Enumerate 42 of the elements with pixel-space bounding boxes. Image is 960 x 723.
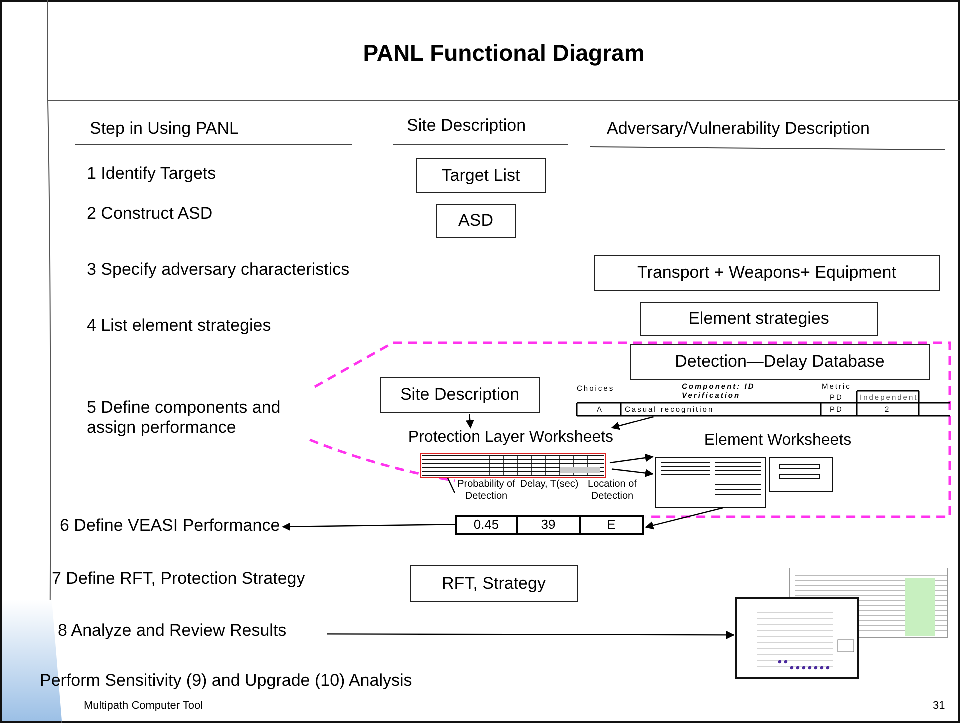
slide-title: PANL Functional Diagram xyxy=(362,40,646,68)
target-box: Transport + Weapons+ Equipment xyxy=(594,255,940,291)
target-box: Site Description xyxy=(380,377,540,413)
column-heading: Location of Detection xyxy=(587,479,638,504)
arrow xyxy=(610,454,654,464)
column-heading: Site Description xyxy=(407,116,526,136)
step-label: 8 Analyze and Review Results xyxy=(58,621,287,643)
step-label: Perform Sensitivity (9) and Upgrade (10) Analysis xyxy=(40,671,412,691)
step-label: 5 Define components and assign performance xyxy=(87,398,282,438)
arrow xyxy=(466,414,474,429)
step-label: 6 Define VEASI Performance xyxy=(60,516,280,538)
column-heading: Delay, T(sec) xyxy=(519,479,580,492)
column-heading: Step in Using PANL xyxy=(90,119,239,139)
step-label: 2 Construct ASD xyxy=(87,204,213,224)
table-cell: 0.45 xyxy=(455,515,518,535)
arrow xyxy=(645,507,724,530)
arrow xyxy=(611,416,654,430)
step-label: 3 Specify adversary characteristics xyxy=(87,260,350,280)
arrow xyxy=(282,522,455,532)
target-box: Detection—Delay Database xyxy=(630,344,930,380)
arrow xyxy=(612,468,654,478)
worksheet-thumbnail xyxy=(420,453,606,478)
column-heading: Adversary/Vulnerability Description xyxy=(607,119,870,139)
results-thumbnail xyxy=(735,568,950,680)
target-box: RFT, Strategy xyxy=(410,565,578,602)
worksheet-thumbnail xyxy=(655,457,835,509)
step-label: 1 Identify Targets xyxy=(87,164,216,184)
table-cell: E xyxy=(581,515,644,535)
arrow xyxy=(327,630,735,640)
connector-line xyxy=(447,478,456,494)
step-label: 7 Define RFT, Protection Strategy xyxy=(52,569,306,589)
target-box: Element strategies xyxy=(640,302,878,336)
target-box: Target List xyxy=(416,158,546,193)
step-label: 4 List element strategies xyxy=(87,316,272,336)
footer-text: Multipath Computer Tool xyxy=(84,700,204,712)
target-box: ASD xyxy=(436,204,516,238)
worksheet-heading: Element Worksheets xyxy=(668,432,888,454)
table-cell: 39 xyxy=(518,515,581,535)
results-table xyxy=(455,479,645,536)
worksheet-heading: Protection Layer Worksheets xyxy=(405,429,617,451)
page-number: 31 xyxy=(933,700,946,712)
column-heading: Probability of Detection xyxy=(456,479,516,504)
